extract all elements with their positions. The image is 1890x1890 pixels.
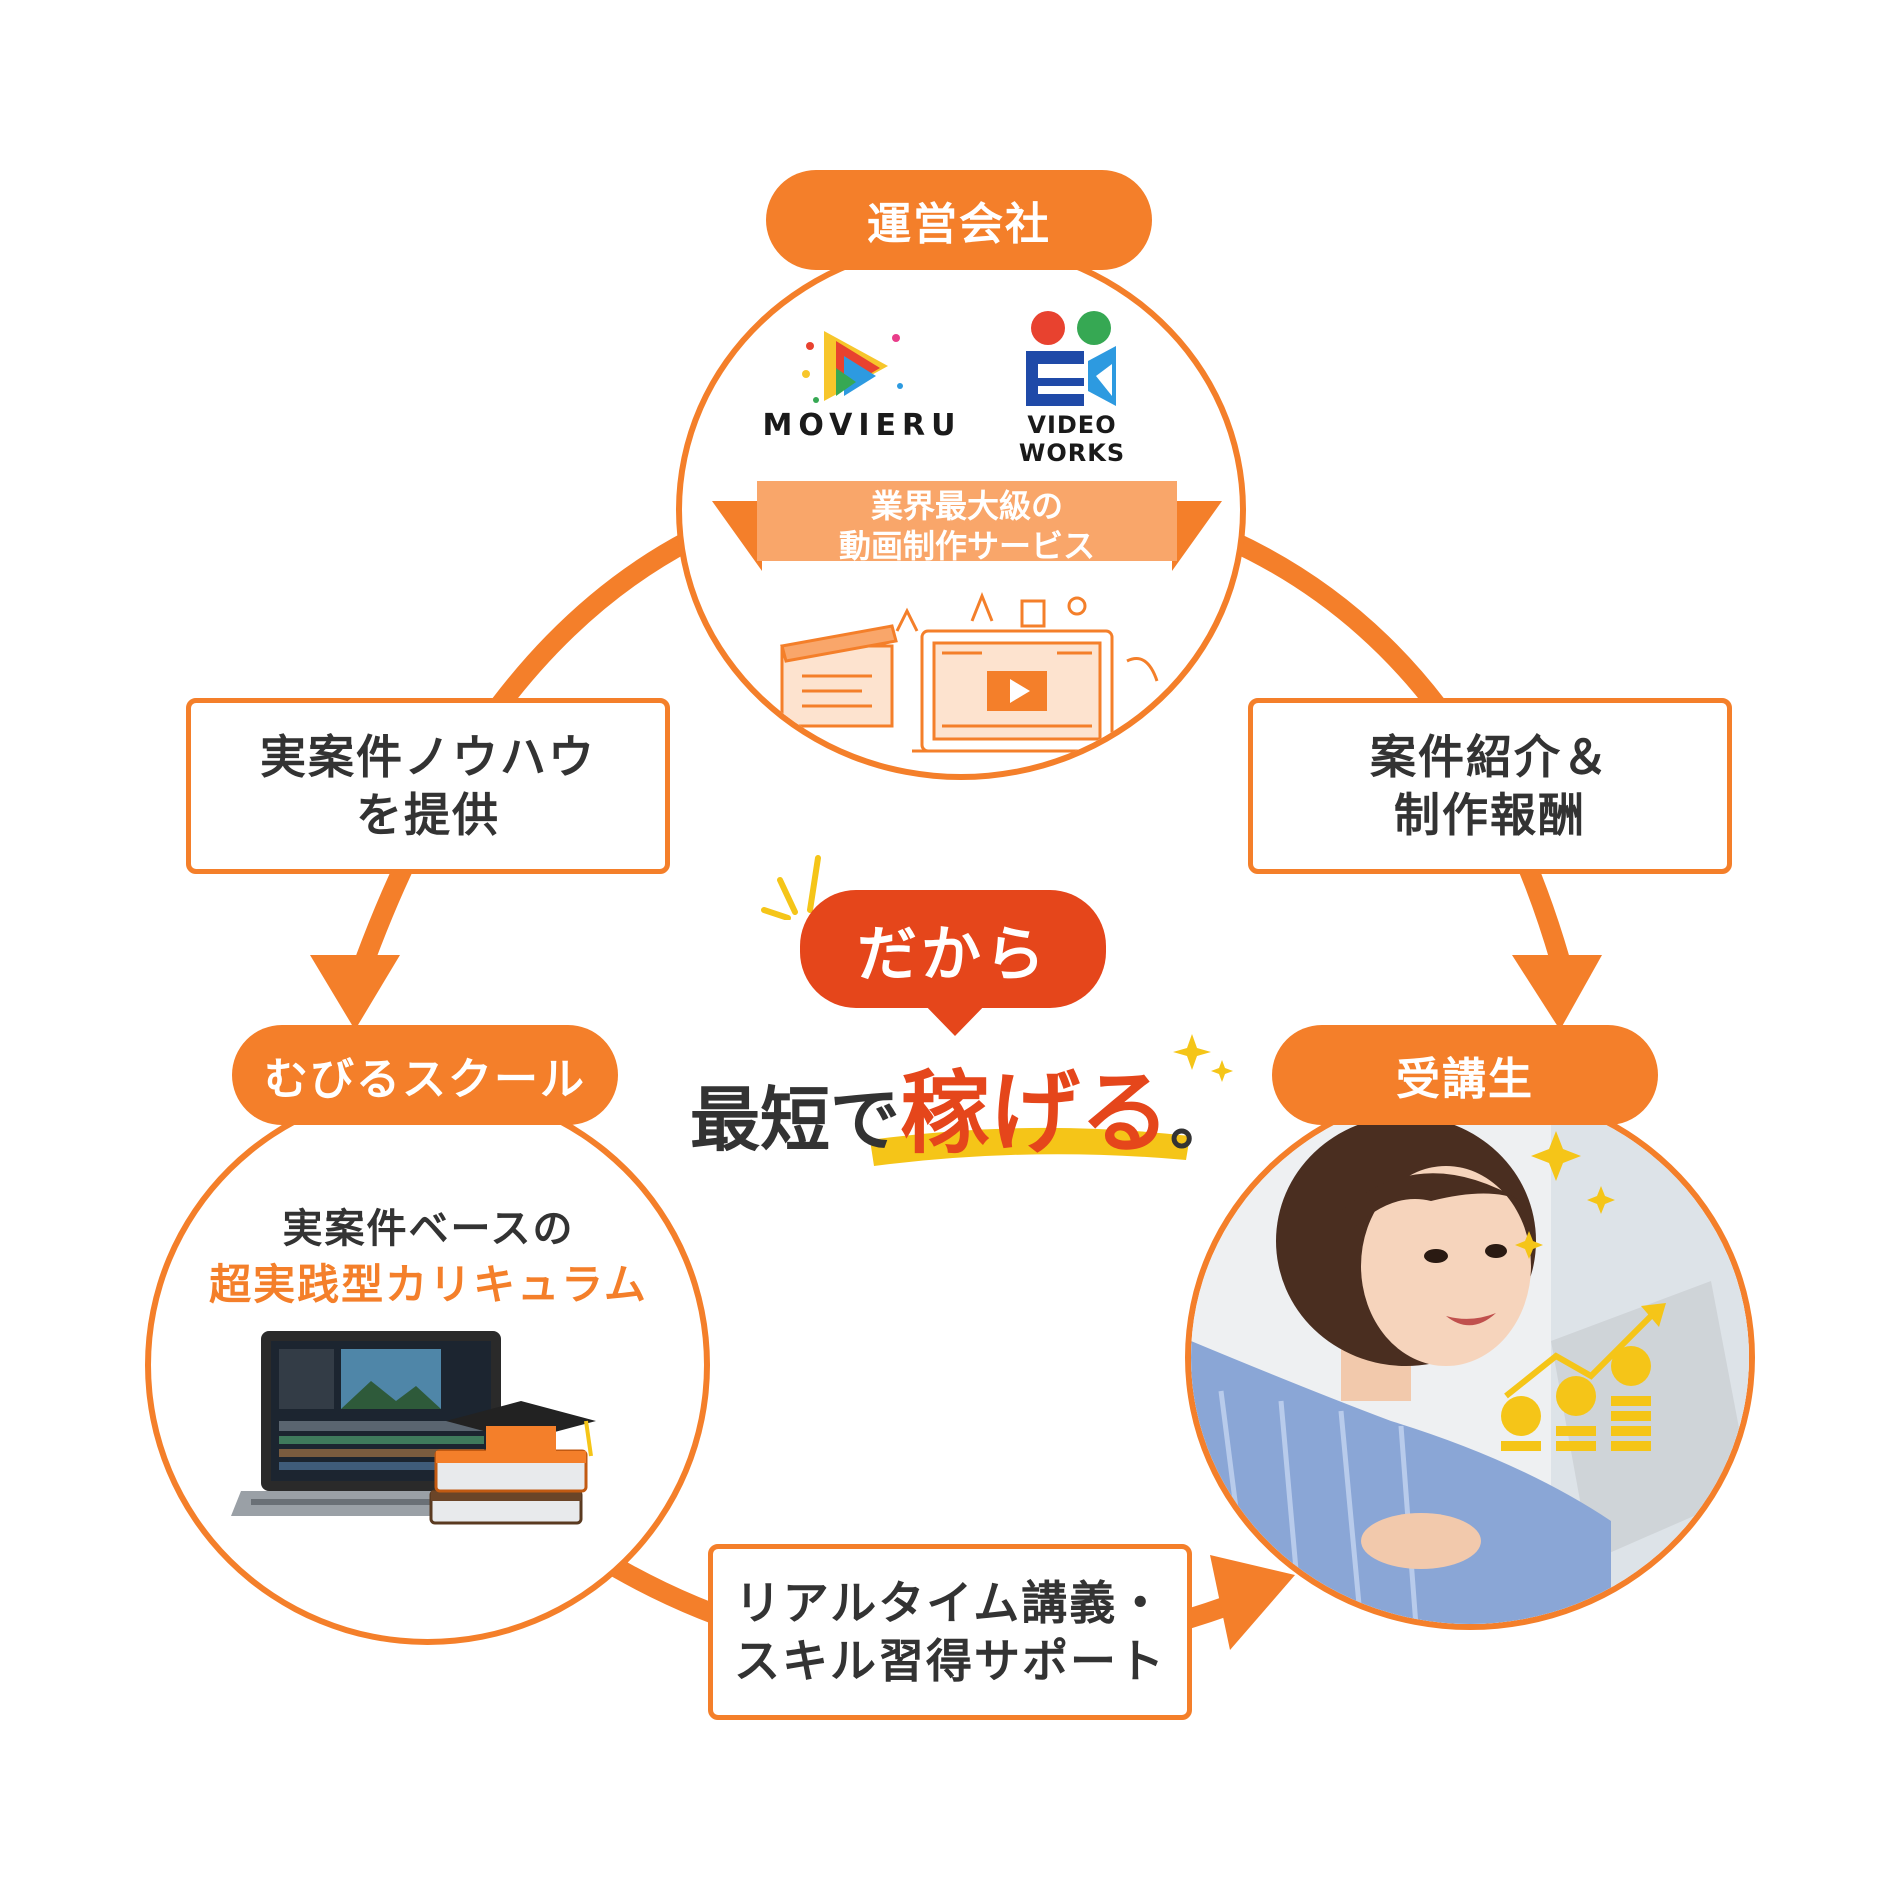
headline-emph: 稼げる [900, 1061, 1170, 1166]
school-title-pill: むびるスクール [232, 1025, 618, 1125]
bubble-tail [920, 1000, 990, 1036]
edge-school-to-student-line1: リアルタイム講義・ [734, 1576, 1166, 1630]
videoworks-logo-icon [1026, 311, 1116, 406]
edge-box-school-to-student: リアルタイム講義・ スキル習得サポート [708, 1544, 1192, 1720]
headline-post: 。 [1170, 1089, 1230, 1159]
student-photo [1191, 1091, 1749, 1624]
headline-highlight [870, 1127, 1190, 1166]
edge-box-company-to-student: 案件紹介＆ 制作報酬 [1248, 698, 1732, 874]
student-title-pill: 受講生 [1272, 1025, 1658, 1125]
movieru-logo-icon [802, 331, 903, 403]
ribbon-shape [712, 481, 1222, 571]
headline-pre: 最短で [690, 1079, 900, 1161]
ribbon-line1: 業界最大級の [870, 487, 1063, 525]
edge-company-to-student-line1: 案件紹介＆ [1370, 730, 1610, 784]
arrowhead-to-school [310, 955, 400, 1030]
school-line1: 実案件ベースの [282, 1206, 575, 1252]
headline-sparkle-icon [1173, 1034, 1233, 1082]
school-title: むびるスクール [264, 1054, 586, 1105]
video-production-illustration [780, 591, 1159, 753]
student-circle [1185, 1085, 1755, 1630]
company-title-pill: 運営会社 [766, 170, 1152, 270]
laptop-books-illustration [231, 1331, 596, 1525]
arrowhead-to-student [1512, 955, 1602, 1030]
edge-company-to-student-line2: 制作報酬 [1394, 788, 1586, 842]
edge-company-to-school-line1: 実案件ノウハウ [260, 730, 596, 784]
edge-school-to-student-line2: スキル習得サポート [734, 1634, 1166, 1688]
edge-company-to-school-line2: を提供 [356, 788, 500, 842]
student-title: 受講生 [1396, 1054, 1534, 1105]
company-circle: MOVIERU VIDEO WORKS 業界最大級の 動画制作サービス [676, 240, 1246, 780]
edge-box-company-to-school: 実案件ノウハウ を提供 [186, 698, 670, 874]
center-bubble-text: だから [857, 919, 1049, 990]
headline: 最短で稼げる。 [690, 1040, 1250, 1170]
ribbon-line2: 動画制作サービス [838, 527, 1095, 565]
videoworks-logo-text: VIDEO WORKS [1018, 411, 1126, 467]
bubble-sparkle-icon [761, 855, 821, 920]
center-bubble: だから [800, 890, 1106, 1008]
school-line2: 超実践型カリキュラム [209, 1260, 648, 1309]
school-circle: 実案件ベースの 超実践型カリキュラム [145, 1085, 710, 1645]
movieru-logo-text: MOVIERU [762, 408, 962, 443]
company-title: 運営会社 [867, 199, 1051, 250]
